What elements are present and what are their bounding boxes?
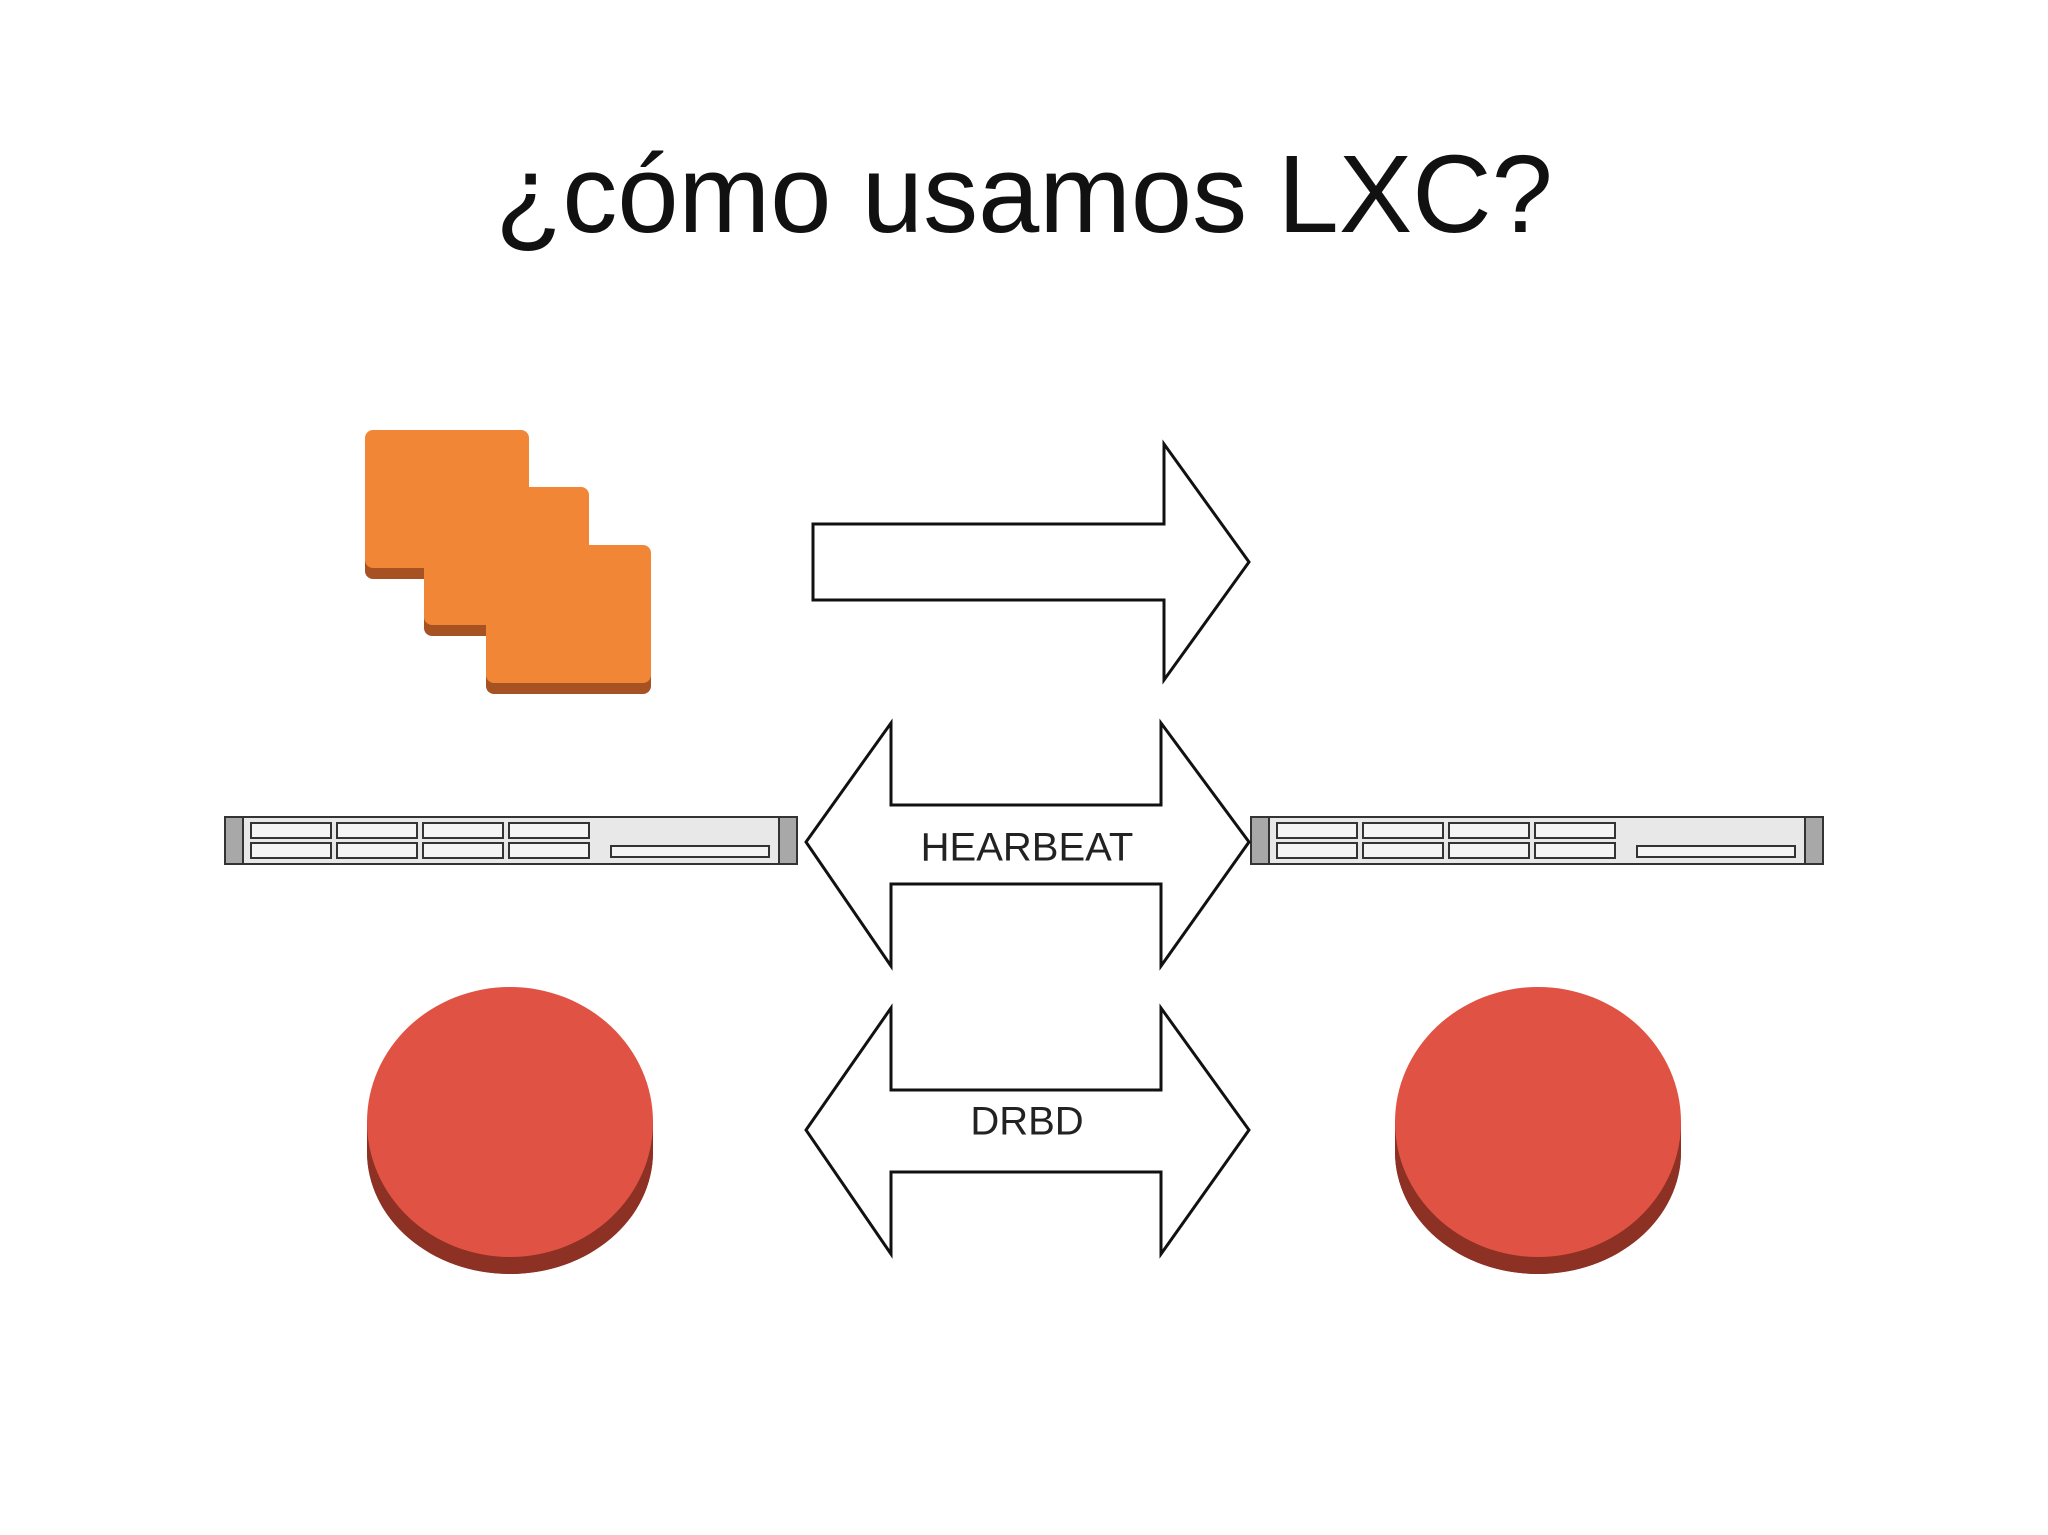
slide-title: ¿cómo usamos LXC? (495, 133, 1553, 256)
migration-arrow (811, 439, 1251, 685)
storage-disk-left-icon (367, 987, 653, 1274)
stacked-container-icon (365, 430, 651, 694)
heartbeat-arrow (804, 718, 1251, 971)
drbd-arrow (804, 1003, 1251, 1259)
rack-server-right-icon (1250, 816, 1824, 865)
rack-server-left-icon (224, 816, 798, 865)
storage-disk-right-icon (1395, 987, 1681, 1274)
heartbeat-label: HEARBEAT (921, 826, 1134, 870)
drbd-label: DRBD (970, 1100, 1083, 1144)
